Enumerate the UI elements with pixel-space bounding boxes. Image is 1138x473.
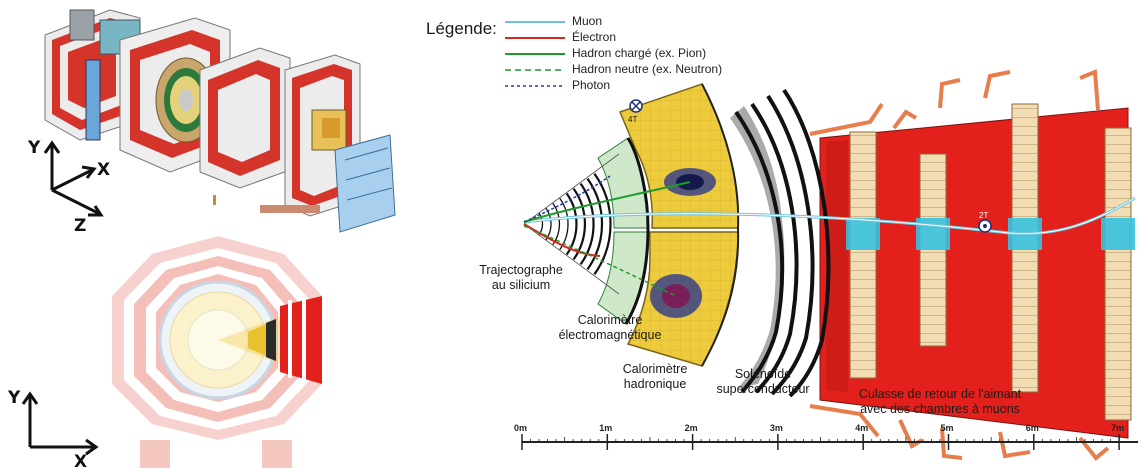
label-solenoid: Solénoïde superconducteur: [708, 367, 818, 397]
axis-3d-y-label: Y: [28, 138, 41, 158]
label-hcal: Calorimètre hadronique: [600, 362, 710, 392]
field-symbol-outer: [978, 219, 992, 233]
endcap-scaffold: [334, 134, 396, 233]
yoke-structure-outlines: [809, 69, 1110, 461]
distance-scale: [521, 434, 1138, 450]
legend-label-charged-hadron: Hadron chargé (ex. Pion): [572, 46, 707, 60]
blue-support-frame: [85, 59, 101, 141]
legend-swatch-electron: [505, 37, 565, 39]
solenoid: [730, 88, 831, 398]
charged-hadron-track: [523, 181, 691, 223]
label-ecal-line2: électromagnétique: [558, 328, 662, 342]
legend-label-electron: Électron: [572, 30, 617, 44]
legend-title: Légende:: [426, 19, 497, 38]
neutral-hadron-track: [523, 225, 677, 297]
muon-chamber-station: [849, 131, 877, 379]
scale-tick-label: 5m: [940, 423, 954, 433]
label-solenoid-line2: superconducteur: [716, 382, 810, 396]
legend-label-neutral-hadron: Hadron neutre (ex. Neutron): [572, 62, 723, 76]
label-ecal-line1: Calorimètre: [577, 313, 643, 327]
detector-slice: [521, 69, 1138, 461]
axis-2d-y-label: Y: [8, 388, 21, 408]
tracker-layer: [552, 203, 561, 245]
photon-track: [523, 175, 611, 223]
scale-tick-label: 7m: [1111, 423, 1125, 433]
field-symbol-inner: [629, 99, 643, 113]
legend-label-muon: Muon: [572, 14, 603, 28]
person-figure: [213, 195, 216, 205]
tracker-layer: [586, 178, 604, 270]
tracker-layer: [579, 182, 595, 266]
tracker-layer: [559, 198, 569, 250]
muon-hit-cells: [1101, 218, 1135, 250]
axes-3d-icon: [43, 140, 104, 217]
legend-swatch-charged-hadron: [505, 53, 565, 55]
highlighted-wedge-solenoid: [266, 319, 276, 361]
tracker-wedge-edge: [523, 153, 620, 295]
yoke-return-iron: [819, 107, 1129, 439]
label-yoke-line1: Culasse de retour de l'aimant: [858, 387, 1022, 401]
field-label-outer: 2T: [979, 211, 989, 220]
legend-swatch-photon: [505, 85, 565, 87]
label-tracker-line1: Trajectographe: [479, 263, 563, 277]
legend-label-photon: Photon: [572, 78, 611, 92]
scale-tick-label: 2m: [684, 423, 698, 433]
hadron-shower-lower: [650, 274, 702, 318]
axis-3d-x-label: X: [97, 160, 111, 180]
electron-track: [523, 223, 601, 257]
label-hcal-line1: Calorimètre: [622, 362, 688, 376]
muon-hit-cells: [846, 218, 880, 250]
label-solenoid-line1: Solénoïde: [734, 367, 792, 381]
scale-tick-label: 1m: [599, 423, 613, 433]
ecal: [597, 137, 650, 325]
feet-faded: [140, 440, 292, 468]
legend-swatch-neutral-hadron: [505, 69, 565, 71]
label-tracker-line2: au silicium: [491, 278, 551, 292]
tracker-layer: [593, 173, 612, 275]
axis-3d-z-label: Z: [74, 216, 87, 236]
muon-chamber-station: [1104, 127, 1132, 421]
cryostat-top: [69, 9, 95, 41]
label-hcal-line2: hadronique: [623, 377, 687, 391]
cms-transverse-section-illustration: [21, 236, 322, 468]
barrel-wheel-right: [199, 47, 291, 189]
highlighted-wedge-hcal: [248, 324, 266, 356]
legend-swatch-muon: [505, 21, 565, 23]
scale-tick-label: 0m: [514, 423, 528, 433]
tracker-layer: [572, 187, 587, 261]
highlighted-wedge-yoke: [280, 296, 322, 384]
ground-rail: [260, 205, 320, 213]
scale-tick-label: 3m: [769, 423, 783, 433]
tracker-layer: [545, 207, 552, 241]
particle-tracks: [523, 175, 1136, 297]
cms-3d-cutaway-illustration: [43, 9, 396, 233]
axes-2d-icon: [21, 391, 99, 456]
field-label-inner: 4T: [628, 115, 638, 124]
label-tracker: Trajectographe au silicium: [466, 263, 576, 293]
scale-tick-label: 6m: [1025, 423, 1039, 433]
label-yoke-line2: avec des chambres à muons: [860, 402, 1020, 416]
label-yoke: Culasse de retour de l'aimant avec des c…: [840, 387, 1040, 417]
scale-tick-label: 4m: [855, 423, 869, 433]
axis-2d-x-label: X: [74, 452, 88, 472]
label-ecal: Calorimètre électromagnétique: [535, 313, 685, 343]
